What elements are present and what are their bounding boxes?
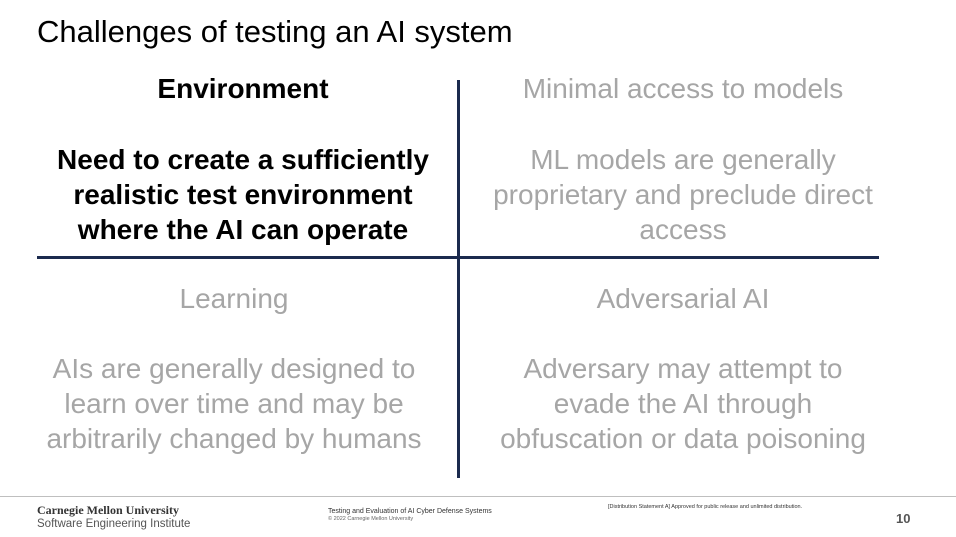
- body-line: where the AI can operate: [77, 214, 409, 245]
- institute-name: Software Engineering Institute: [37, 518, 191, 530]
- body-line: Need to create a sufficiently: [57, 144, 429, 175]
- distribution-statement: [Distribution Statement A] Approved for …: [608, 504, 803, 510]
- body-line: AIs are generally designed to: [52, 353, 416, 384]
- body-line: ML models are generally: [530, 144, 836, 175]
- body-line: obfuscation or data poisoning: [500, 423, 866, 454]
- vertical-divider: [457, 80, 460, 478]
- horizontal-divider: [37, 256, 879, 259]
- page-number: 10: [896, 511, 911, 526]
- body-line: evade the AI through: [553, 388, 813, 419]
- deck-title: Testing and Evaluation of AI Cyber Defen…: [328, 508, 492, 515]
- body-line: arbitrarily changed by humans: [46, 423, 422, 454]
- body-line: learn over time and may be: [64, 388, 404, 419]
- quadrant-environment-body: Need to create a sufficiently realistic …: [28, 142, 458, 247]
- body-line: realistic test environment: [73, 179, 413, 210]
- quadrant-model-access-heading: Minimal access to models: [522, 73, 844, 104]
- quadrant-adversarial-body: Adversary may attempt to evade the AI th…: [463, 351, 903, 456]
- university-name: Carnegie Mellon University: [37, 503, 179, 517]
- quadrant-adversarial-heading: Adversarial AI: [596, 283, 770, 314]
- body-line: proprietary and preclude direct: [493, 179, 873, 210]
- body-line: access: [639, 214, 727, 245]
- footer-divider: [0, 496, 956, 497]
- quadrant-model-access-body: ML models are generally proprietary and …: [463, 142, 903, 247]
- body-line: Adversary may attempt to: [523, 353, 843, 384]
- quadrant-learning-heading: Learning: [179, 283, 289, 314]
- quadrant-environment-heading: Environment: [157, 73, 329, 104]
- slide-title: Challenges of testing an AI system: [37, 14, 513, 49]
- copyright-notice: © 2022 Carnegie Mellon University: [328, 516, 414, 522]
- quadrant-learning-body: AIs are generally designed to learn over…: [28, 351, 440, 456]
